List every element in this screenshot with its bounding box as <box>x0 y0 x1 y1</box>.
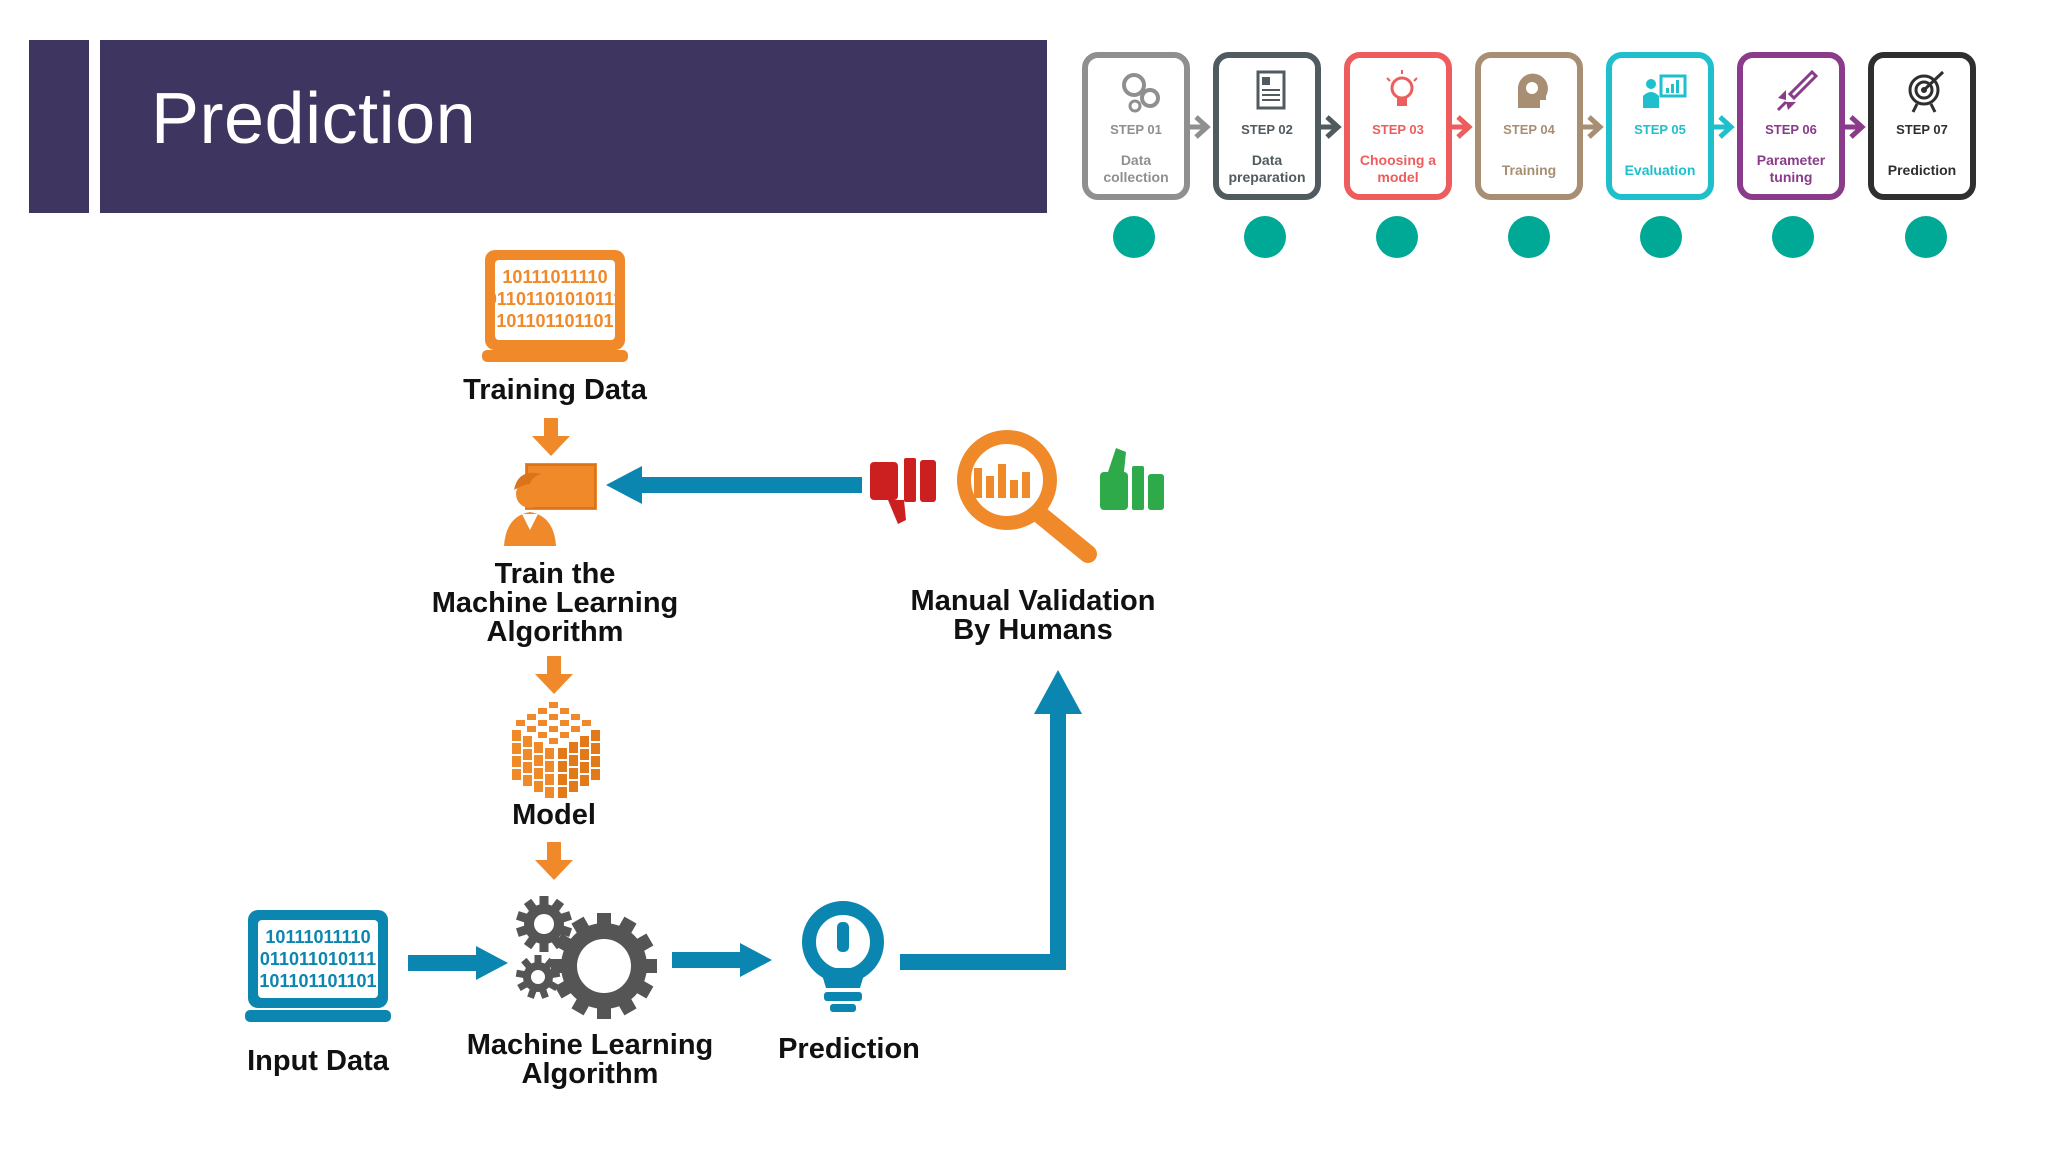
title-accent-bar <box>29 40 89 213</box>
step-number: STEP 01 <box>1110 122 1162 137</box>
arrow-model-to-algorithm-icon <box>535 842 573 880</box>
gears-icon <box>1122 73 1160 113</box>
target-icon <box>1908 70 1945 113</box>
arrow-training-to-train-icon <box>532 418 570 456</box>
prediction-lightbulb-icon <box>802 901 884 1012</box>
step-number: STEP 02 <box>1241 122 1293 137</box>
step-arrow-icon <box>1708 115 1735 139</box>
training-binary-row-1: 10111011110 <box>502 267 607 287</box>
model-cube-icon <box>512 702 600 798</box>
train-label-line-3: Algorithm <box>486 616 624 648</box>
lightbulb-icon <box>1386 70 1418 106</box>
arrow-validation-to-train-icon <box>606 466 862 504</box>
training-binary-row-3: 101101101101 <box>496 311 613 331</box>
training-data-label: Training Data <box>463 374 647 406</box>
step-dot-1 <box>1113 216 1155 258</box>
training-data-laptop-icon: 10111011110 01101101010111 101101101101 <box>482 250 628 362</box>
input-data-label: Input Data <box>247 1045 389 1077</box>
page-title: Prediction <box>151 79 477 159</box>
validation-label-line-2: By Humans <box>953 614 1113 646</box>
step-number: STEP 07 <box>1896 122 1948 137</box>
arrow-algorithm-to-prediction-icon <box>672 943 772 977</box>
step-dot-4 <box>1508 216 1550 258</box>
train-label-line-1: Train the <box>494 558 616 590</box>
step-dot-2 <box>1244 216 1286 258</box>
ml-algorithm-label-line-2: Algorithm <box>521 1058 659 1090</box>
step-number: STEP 04 <box>1503 122 1555 137</box>
step-dot-3 <box>1376 216 1418 258</box>
head-gears-icon <box>1517 73 1548 108</box>
validation-label-line-1: Manual Validation <box>910 585 1156 617</box>
step-arrow-icon <box>1184 115 1211 139</box>
step-arrow-icon <box>1315 115 1342 139</box>
input-binary-row-2: 011011010111 <box>260 949 376 969</box>
step-arrow-icon <box>1577 115 1604 139</box>
rocket-icon <box>1776 69 1818 112</box>
arrow-input-to-algorithm-icon <box>408 946 508 980</box>
train-label-line-2: Machine Learning <box>431 587 679 619</box>
step-arrow-icon <box>1839 115 1866 139</box>
step-dot-7 <box>1905 216 1947 258</box>
document-icon <box>1256 70 1286 110</box>
thumbs-down-icon <box>870 458 936 524</box>
step-number: STEP 06 <box>1765 122 1817 137</box>
step-number: STEP 03 <box>1372 122 1424 137</box>
step-number: STEP 05 <box>1634 122 1686 137</box>
prediction-label: Prediction <box>778 1033 920 1065</box>
step-name: Evaluation <box>1624 162 1696 178</box>
step-dot-6 <box>1772 216 1814 258</box>
step-dot-5 <box>1640 216 1682 258</box>
step-card-5: STEP 05 Evaluation <box>1606 52 1714 200</box>
step-name: Prediction <box>1887 162 1957 178</box>
step-name: Training <box>1501 162 1557 178</box>
training-binary-row-2: 01101101010111 <box>487 289 623 309</box>
step-arrow-icon <box>1446 115 1473 139</box>
arrow-prediction-to-validation-icon <box>900 670 1082 970</box>
ml-algorithm-label-line-1: Machine Learning <box>466 1029 714 1061</box>
trainer-person-icon <box>504 463 597 546</box>
input-binary-row-3: 101101101101 <box>259 971 376 991</box>
input-data-laptop-icon: 10111011110 011011010111 101101101101 <box>245 910 391 1022</box>
model-label: Model <box>512 799 596 831</box>
validation-magnifier-icon <box>957 430 1097 563</box>
input-binary-row-1: 10111011110 <box>265 927 370 947</box>
presenter-chart-icon <box>1643 74 1687 108</box>
step-card-7: STEP 07 Prediction <box>1868 52 1976 200</box>
ml-algorithm-gears-icon <box>515 896 657 1019</box>
thumbs-up-icon <box>1100 448 1164 510</box>
arrow-train-to-model-icon <box>535 656 573 694</box>
title-bar <box>100 40 1047 213</box>
